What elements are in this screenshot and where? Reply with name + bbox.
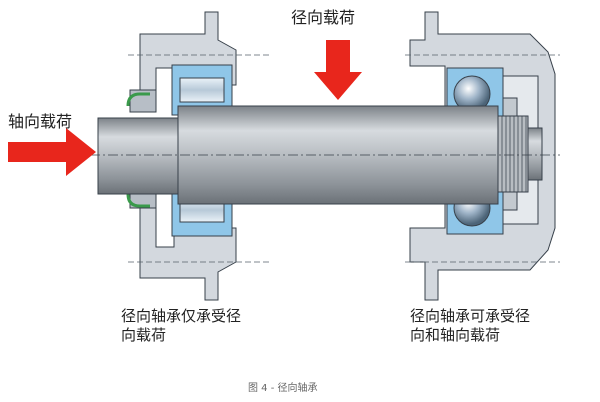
right-bearing-label: 径向轴承可承受径 向和轴向载荷	[410, 307, 531, 344]
guide-lines	[128, 54, 560, 263]
arrow-down-icon	[314, 40, 362, 100]
arrow-right-icon	[8, 128, 96, 176]
left-seal	[126, 92, 150, 208]
lock-nut	[502, 97, 518, 211]
figure-caption: 图 4 - 径向轴承	[248, 383, 318, 394]
axial-load-label: 轴向载荷	[8, 112, 73, 131]
left-bearing-label: 径向轴承仅承受径 向载荷	[121, 307, 242, 344]
radial-load-label: 径向载荷	[291, 8, 356, 27]
shaft	[97, 105, 543, 205]
